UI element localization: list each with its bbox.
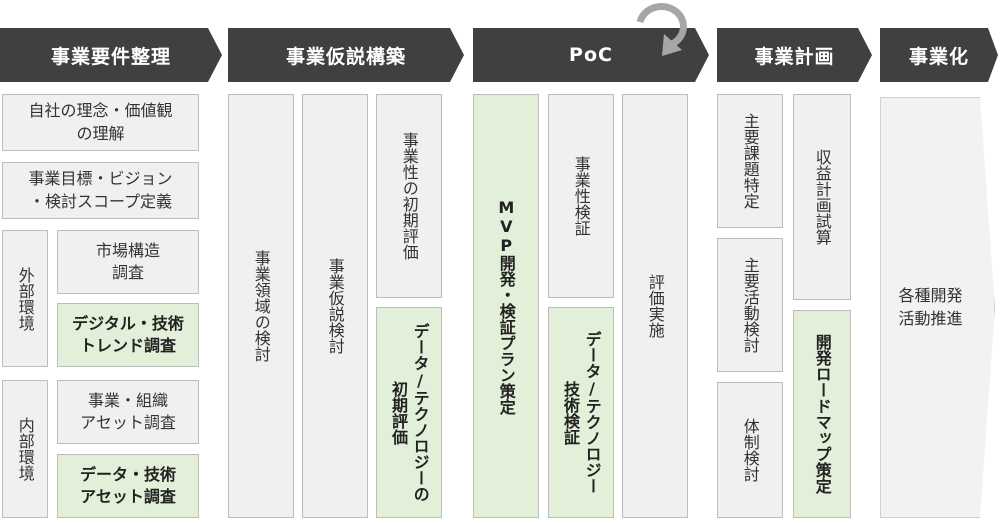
development-promotion-label: 各種開発 活動推進 [898,286,963,328]
hypothesis-label: 事業仮説検討 [325,258,345,354]
evaluation-label: 評価実施 [645,274,665,338]
phase-header-business-plan: 事業計画 [717,28,872,82]
external-environment-label: 外部環境 [15,266,35,331]
revenue-plan-box: 収益計画試算 [793,94,851,300]
key-activities-box: 主要活動検討 [717,238,783,372]
viability-verification-box: 事業性検証 [548,94,614,298]
goal-scope-label: 事業目標・ビジョン ・検討スコープ定義 [28,169,173,211]
vision-understanding-box: 自社の理念・価値観 の理解 [2,94,199,151]
tech-verification-box: データ/テクノロジー 技術検証 [548,307,614,518]
market-structure-box: 市場構造 調査 [57,230,199,294]
initial-evaluation-box: 事業性の初期評価 [376,94,442,298]
mvp-plan-box: MVP開発・検証プラン策定 [473,94,539,518]
key-issues-box: 主要課題特定 [717,94,783,228]
data-asset-box: データ・技術 アセット調査 [57,454,199,518]
phase-label: 事業仮説構築 [285,45,406,68]
roadmap-label: 開発ロードマップ策定 [812,334,832,494]
data-asset-label: データ・技術 アセット調査 [79,464,176,506]
phase-header-requirements: 事業要件整理 [0,28,222,82]
key-activities-label: 主要活動検討 [740,257,760,353]
org-asset-box: 事業・組織 アセット調査 [57,380,199,444]
phase-label: PoC [569,44,613,66]
hypothesis-box: 事業仮説検討 [302,94,368,518]
revenue-plan-label: 収益計画試算 [812,149,832,245]
phase-label: 事業計画 [754,45,835,68]
structure-label: 体制検討 [740,418,760,482]
phase-label: 事業化 [908,45,969,68]
digital-trend-box: デジタル・技術 トレンド調査 [57,303,199,367]
mvp-plan-label: MVP開発・検証プラン策定 [496,197,516,415]
tech-verification-label: データ/テクノロジー 技術検証 [561,331,602,494]
evaluation-box: 評価実施 [622,94,688,518]
goal-scope-box: 事業目標・ビジョン ・検討スコープ定義 [2,162,199,219]
internal-environment-box: 内部環境 [2,380,48,518]
external-environment-box: 外部環境 [2,230,48,367]
development-promotion-box: 各種開発 活動推進 [880,97,995,518]
data-initial-evaluation-box: データ/テクノロジーの 初期評価 [376,307,442,518]
phase-header-commercialization: 事業化 [880,28,998,82]
roadmap-box: 開発ロードマップ策定 [793,310,851,518]
phase-header-poc: PoC [473,28,709,82]
org-asset-label: 事業・組織 アセット調査 [80,390,176,432]
business-domain-box: 事業領域の検討 [228,94,294,518]
vision-understanding-label: 自社の理念・価値観 の理解 [28,101,173,143]
data-initial-evaluation-label: データ/テクノロジーの 初期評価 [389,323,430,502]
cycle-arrow-icon [636,2,687,56]
digital-trend-label: デジタル・技術 トレンド調査 [72,313,184,355]
key-issues-label: 主要課題特定 [740,113,760,209]
phase-label: 事業要件整理 [50,45,171,68]
internal-environment-label: 内部環境 [15,417,35,481]
phase-header-hypothesis: 事業仮説構築 [228,28,464,82]
business-domain-label: 事業領域の検討 [251,250,271,362]
market-structure-label: 市場構造 調査 [95,240,160,282]
viability-verification-label: 事業性検証 [571,156,591,236]
structure-box: 体制検討 [717,382,783,518]
initial-evaluation-label: 事業性の初期評価 [399,132,419,260]
